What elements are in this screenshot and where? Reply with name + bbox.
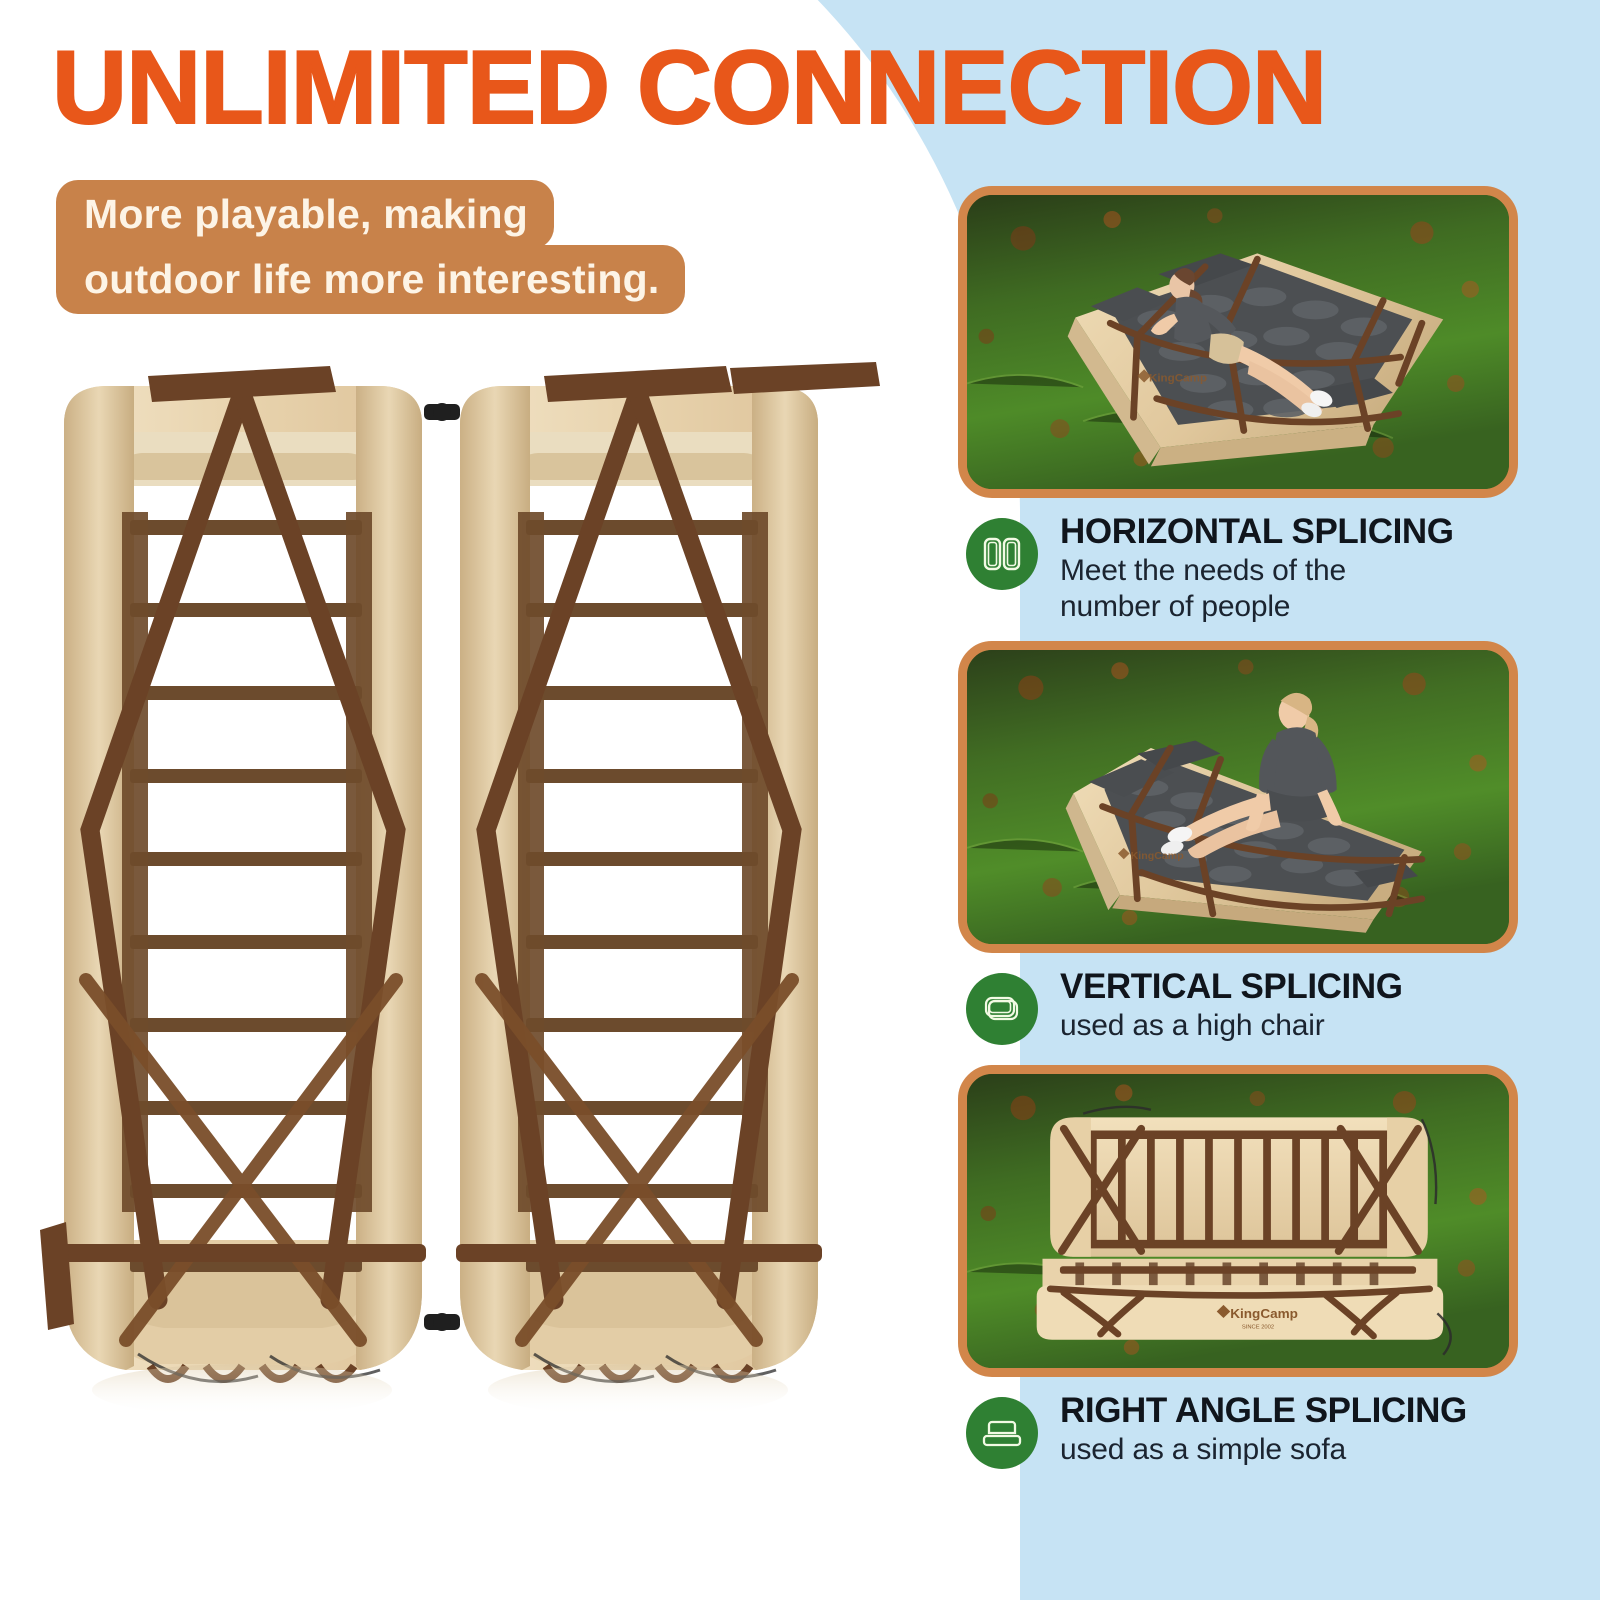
svg-text:KingCamp: KingCamp: [1149, 373, 1207, 385]
subtitle-line-2: outdoor life more interesting.: [56, 245, 686, 314]
feature-desc-line-1: used as a high chair: [1060, 1008, 1325, 1042]
page-title: UNLIMITED CONNECTION: [51, 30, 1328, 146]
feature-horizontal-splicing: HORIZONTAL SPLICING Meet the needs of th…: [966, 512, 1530, 623]
feature-desc-line-1: Meet the needs of the: [1060, 553, 1347, 587]
feature-photo-right-angle-splicing: KingCamp SINCE 2002: [958, 1064, 1518, 1377]
stacked-panels-icon: [966, 972, 1038, 1045]
feature-text-block: RIGHT ANGLE SPLICING used as a simple so…: [1060, 1390, 1467, 1466]
feature-title: RIGHT ANGLE SPLICING: [1060, 1390, 1467, 1430]
product-hero-photo: [30, 360, 890, 1440]
two-vertical-panels-icon: [966, 518, 1038, 590]
feature-desc-line-1: used as a simple sofa: [1060, 1432, 1346, 1466]
feature-text-block: HORIZONTAL SPLICING Meet the needs of th…: [1060, 512, 1454, 623]
feature-rail: KingCamp HORIZONTAL SPLICING Meet the ne…: [958, 186, 1530, 1469]
feature-text-block: VERTICAL SPLICING used as a high chair: [1060, 966, 1403, 1042]
feature-vertical-splicing: VERTICAL SPLICING used as a high chair: [966, 966, 1530, 1045]
subtitle-bubble: More playable, making outdoor life more …: [56, 180, 796, 314]
svg-text:KingCamp: KingCamp: [1230, 1306, 1298, 1321]
feature-title: VERTICAL SPLICING: [1060, 966, 1403, 1006]
sofa-right-angle-icon: [966, 1396, 1038, 1469]
feature-photo-horizontal-splicing: KingCamp: [958, 186, 1518, 498]
subtitle-line-1: More playable, making: [56, 180, 554, 249]
svg-text:SINCE 2002: SINCE 2002: [1242, 1324, 1274, 1330]
feature-photo-vertical-splicing: KingCamp: [958, 640, 1518, 953]
feature-right-angle-splicing: RIGHT ANGLE SPLICING used as a simple so…: [966, 1390, 1530, 1469]
svg-text:KingCamp: KingCamp: [1131, 850, 1184, 862]
feature-desc-line-2: number of people: [1060, 589, 1291, 623]
feature-title: HORIZONTAL SPLICING: [1060, 512, 1454, 551]
